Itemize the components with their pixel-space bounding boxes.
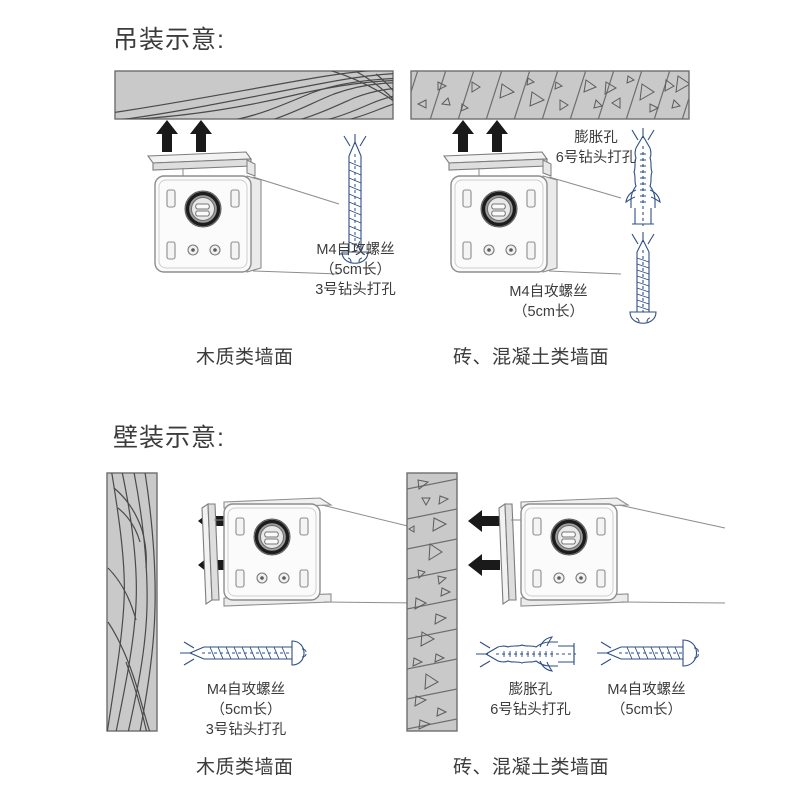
label-line: 3号钻头打孔 <box>315 282 396 298</box>
ceiling-concrete-arrows-up <box>452 120 508 152</box>
ceiling-wood-wall-texture <box>114 70 394 120</box>
ceiling-concrete-screw-label: M4自攻螺丝 （5cm长） <box>496 282 601 322</box>
label-line: （5cm长） <box>210 702 282 718</box>
wall-concrete-anchor-graphic <box>476 636 576 672</box>
label-line: 膨胀孔 <box>508 682 553 698</box>
ceiling-wood-bracket <box>146 151 340 275</box>
label-line: 6号钻头打孔 <box>555 150 637 166</box>
caption-ceiling-concrete: 砖、混凝土类墙面 <box>453 347 610 368</box>
ball-joint <box>480 190 518 228</box>
ceiling-concrete-anchor-graphic <box>625 128 661 226</box>
wall-concrete-anchor-label: 膨胀孔 6号钻头打孔 <box>473 680 588 720</box>
label-line: 3号钻头打孔 <box>205 722 287 738</box>
ball-joint <box>550 518 588 556</box>
wall-wood-screw-label: M4自攻螺丝 （5cm长） 3号钻头打孔 <box>186 680 306 740</box>
wall-concrete-screw-label: M4自攻螺丝 （5cm长） <box>589 680 704 720</box>
ceiling-wood-screw-graphic <box>341 134 369 264</box>
label-line: （5cm长） <box>611 702 682 718</box>
label-line: M4自攻螺丝 <box>206 682 286 698</box>
section-title-ceiling: 吊装示意: <box>113 26 225 54</box>
ceiling-concrete-anchor-label: 膨胀孔 6号钻头打孔 <box>546 128 646 168</box>
wall-concrete-screw-graphic <box>597 639 699 667</box>
label-line: 膨胀孔 <box>574 130 618 146</box>
ball-joint <box>184 190 222 228</box>
ceiling-concrete-screw-graphic <box>629 232 657 324</box>
label-line: M4自攻螺丝 <box>607 682 686 698</box>
ceiling-concrete-bracket <box>442 151 622 275</box>
bracket-screw-holes <box>187 244 221 256</box>
section-title-wall: 壁装示意: <box>113 424 225 452</box>
wall-concrete-bracket <box>498 497 726 607</box>
ceiling-wood-arrows-up <box>156 120 212 152</box>
wall-concrete-arrows-left <box>468 510 500 576</box>
ceiling-wood-screw-label: M4自攻螺丝 （5cm长） 3号钻头打孔 <box>303 240 408 300</box>
label-line: （5cm长） <box>320 262 391 278</box>
bracket-screw-holes <box>483 244 517 256</box>
bracket-screw-holes <box>256 572 290 584</box>
ball-joint <box>253 518 291 556</box>
label-line: 6号钻头打孔 <box>490 702 571 718</box>
wall-concrete-wall-texture <box>406 472 458 732</box>
ceiling-concrete-wall-texture <box>410 70 690 120</box>
label-line: M4自攻螺丝 <box>316 242 395 258</box>
caption-wall-wood: 木质类墙面 <box>196 757 294 778</box>
wall-wood-bracket <box>201 497 425 607</box>
bracket-screw-holes <box>553 572 587 584</box>
caption-wall-concrete: 砖、混凝土类墙面 <box>453 757 610 778</box>
label-line: （5cm长） <box>513 304 584 320</box>
label-line: M4自攻螺丝 <box>509 284 588 300</box>
wall-wood-wall-texture <box>106 472 158 732</box>
caption-ceiling-wood: 木质类墙面 <box>196 347 294 368</box>
wall-wood-screw-graphic <box>180 640 307 666</box>
